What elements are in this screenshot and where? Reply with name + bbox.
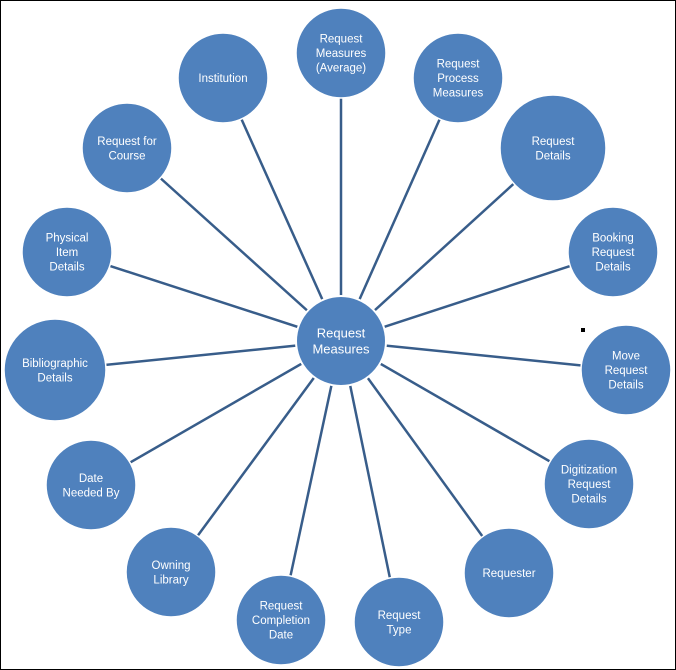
node-circle-booking-request-details	[567, 206, 659, 298]
node-digitization-request-details-label-line-3: Details	[571, 494, 606, 506]
node-request-measures-average-label-line-2: Measures	[316, 48, 367, 60]
node-institution: Institution	[177, 32, 269, 124]
node-request-details-label-line-2: Details	[535, 150, 570, 162]
node-circle-institution	[177, 32, 269, 124]
node-request-process-measures-label-line-1: Request	[437, 59, 481, 71]
node-request-completion-date-label-line-1: Request	[260, 601, 304, 613]
node-requester-label-line-1: Requester	[482, 568, 535, 580]
connector-request-process-measures	[339, 77, 460, 342]
node-request-measures-average-label-line-3: (Average)	[316, 63, 366, 75]
node-digitization-request-details-label-line-1: Digitization	[561, 465, 617, 477]
stray-dot	[581, 328, 585, 332]
connector-booking-request-details	[340, 250, 614, 343]
node-request-process-measures-label-line-3: Measures	[433, 88, 484, 100]
center-node-label-line-2: Measures	[312, 342, 370, 357]
connector-date-needed-by	[90, 339, 342, 487]
node-booking-request-details-label-line-1: Booking	[592, 233, 634, 245]
node-date-needed-by-label-line-1: Date	[79, 473, 103, 485]
node-circle-request-completion-date	[235, 574, 327, 666]
node-owning-library-label-line-2: Library	[153, 574, 188, 586]
node-request-details-label-line-1: Request	[532, 136, 576, 148]
connector-request-type	[339, 340, 401, 623]
node-circle-physical-item-details	[21, 206, 113, 298]
center-node-label-line-1: Request	[317, 326, 366, 341]
node-institution-label-line-1: Institution	[198, 73, 247, 85]
node-circle-request-type	[353, 576, 445, 668]
node-circle-request-process-measures	[412, 32, 504, 124]
node-circle-digitization-request-details	[543, 438, 635, 530]
node-booking-request-details-label-line-2: Request	[592, 247, 636, 259]
node-physical-item-details-label-line-2: Item	[56, 247, 78, 259]
node-request-measures-average-label-line-1: Request	[320, 34, 364, 46]
node-request-type-label-line-1: Request	[378, 610, 422, 622]
node-request-completion-date-label-line-3: Date	[269, 630, 293, 642]
node-request-process-measures-label-line-2: Process	[437, 73, 479, 85]
node-move-request-details-label-line-3: Details	[608, 380, 643, 392]
node-request-for-course-label-line-1: Request for	[97, 136, 157, 148]
center-node-circle	[295, 295, 387, 387]
node-group: RequestMeasures(Average)RequestProcessMe…	[3, 7, 672, 668]
connector-request-for-course	[126, 147, 342, 342]
node-physical-item-details-label-line-3: Details	[49, 262, 84, 274]
connector-owning-library	[169, 340, 343, 573]
node-circle-owning-library	[125, 526, 217, 618]
node-move-request-details-label-line-1: Move	[612, 351, 640, 363]
node-bibliographic-details-label-line-1: Bibliographic	[22, 358, 88, 370]
node-booking-request-details-label-line-3: Details	[595, 262, 630, 274]
node-owning-library-label-line-1: Owning	[152, 560, 191, 572]
connector-requester	[339, 340, 511, 574]
node-request-completion-date-label-line-2: Completion	[252, 615, 310, 627]
connector-physical-item-details	[66, 250, 342, 343]
node-requester: Requester	[463, 527, 555, 619]
node-circle-date-needed-by	[45, 439, 137, 531]
node-bibliographic-details-label-line-2: Details	[37, 372, 72, 384]
node-digitization-request-details-label-line-2: Request	[568, 479, 612, 491]
node-circle-requester	[463, 527, 555, 619]
connector-institution	[221, 77, 343, 342]
node-circle-request-measures-average	[295, 7, 387, 99]
connector-move-request-details	[340, 339, 627, 372]
node-circle-request-details	[499, 94, 607, 202]
node-request-for-course-label-line-2: Course	[108, 150, 145, 162]
connector-group	[54, 53, 627, 623]
node-circle-bibliographic-details	[3, 318, 107, 422]
connector-request-completion-date	[279, 340, 343, 621]
node-move-request-details-label-line-2: Request	[605, 365, 649, 377]
connector-digitization-request-details	[340, 339, 590, 486]
node-circle-move-request-details	[580, 324, 672, 416]
node-request-type-label-line-2: Type	[387, 624, 412, 636]
node-physical-item-details-label-line-1: Physical	[46, 233, 89, 245]
node-circle-request-for-course	[81, 102, 173, 194]
node-date-needed-by-label-line-2: Needed By	[63, 487, 120, 499]
